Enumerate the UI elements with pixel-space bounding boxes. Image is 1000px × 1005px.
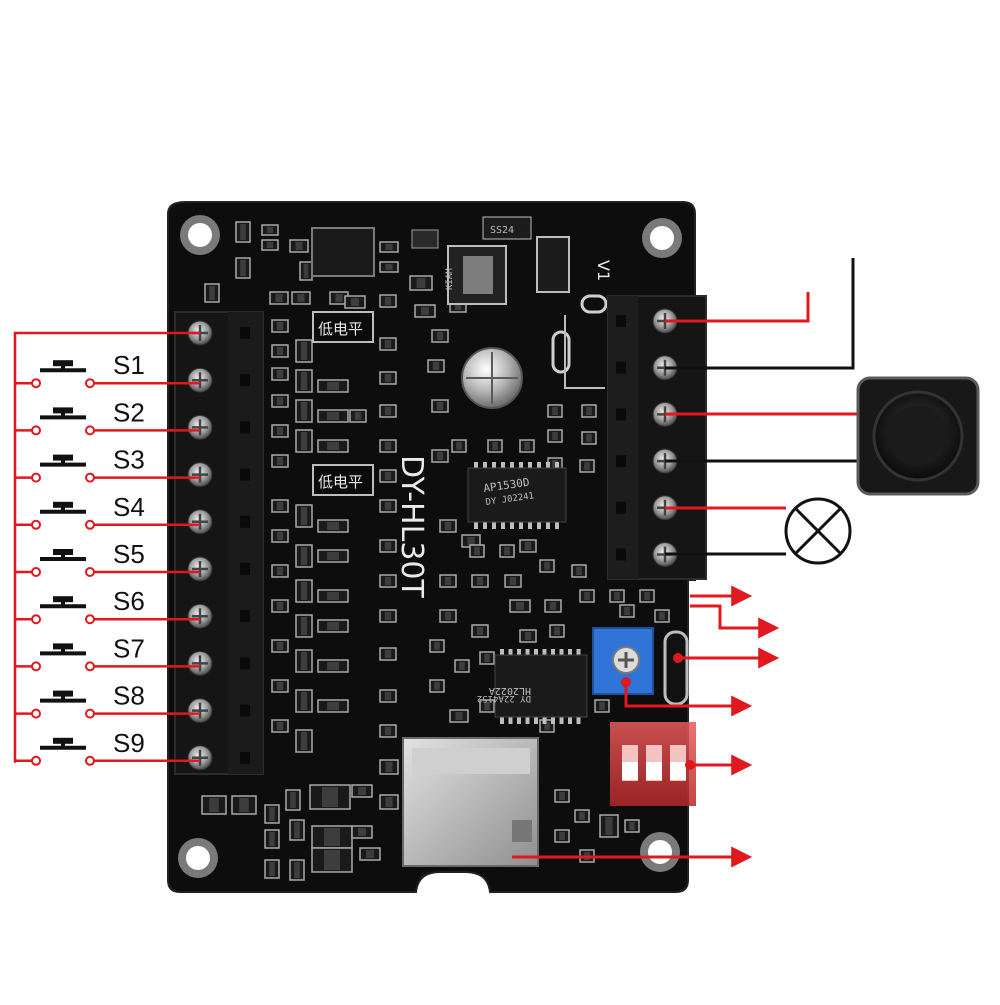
top-chip-label: KIAM [445,268,455,290]
terminal-screw[interactable] [187,414,250,440]
amp-chip-label-1: AP1530D [483,476,531,495]
terminal-screw[interactable] [187,367,250,393]
left-terminal-block [174,311,264,775]
power-wiring [665,258,855,370]
terminal-screw[interactable] [187,745,250,771]
switch-label: S5 [113,539,145,569]
switch-label: S9 [113,728,145,758]
switch-wiring [13,331,200,763]
push-button-icon [31,407,95,436]
push-button-icon [31,454,95,483]
switch-label: S7 [113,633,145,663]
push-button-icon [31,501,95,530]
terminal-screw[interactable] [187,603,250,629]
switch-label: S4 [113,492,145,522]
sd-card-slot[interactable] [402,737,539,867]
top-components: KIAM SS24 V1 [311,216,613,305]
left-screws [187,320,250,771]
mcu-chip-label-2: DY 22A4152 [477,693,531,703]
mounting-holes [178,215,682,878]
push-button-icon [31,737,95,766]
terminal-screw[interactable] [187,698,250,724]
smd-components [201,221,670,881]
switch-label: S6 [113,586,145,616]
board-model-label: DY-HL30T [394,455,429,598]
switch-label: S1 [113,350,145,380]
terminal-screw[interactable] [187,650,250,676]
low-level-label-2: 低电平 [318,473,363,491]
terminal-screw[interactable] [187,509,250,535]
terminal-screw[interactable] [187,462,250,488]
terminal-screw[interactable] [187,556,250,582]
push-button-icon [31,360,95,389]
lamp-icon [784,497,852,565]
push-button-icon [31,596,95,625]
push-button-icon [31,643,95,672]
switch-label: S3 [113,445,145,475]
mcu-chip: HL2022A DY 22A4152 [477,654,588,718]
lamp-wiring [665,506,786,556]
low-level-label-1: 低电平 [318,320,363,338]
diode-label: SS24 [490,225,514,236]
right-terminal-block [607,295,707,580]
speaker-icon [856,376,980,496]
push-button-icon [31,690,95,719]
push-button-icon [31,549,95,577]
dip-switch[interactable] [610,722,696,806]
output-arrows [512,585,780,868]
volume-label: V1 [594,260,613,281]
switch-label: S2 [113,397,145,427]
mcu-chip-label-1: HL2022A [489,685,531,696]
switch-label: S8 [113,681,145,711]
amplifier-chip: AP1530D DY J02241 [467,467,567,523]
tactile-button[interactable] [663,630,689,706]
speaker-wiring [665,412,858,463]
